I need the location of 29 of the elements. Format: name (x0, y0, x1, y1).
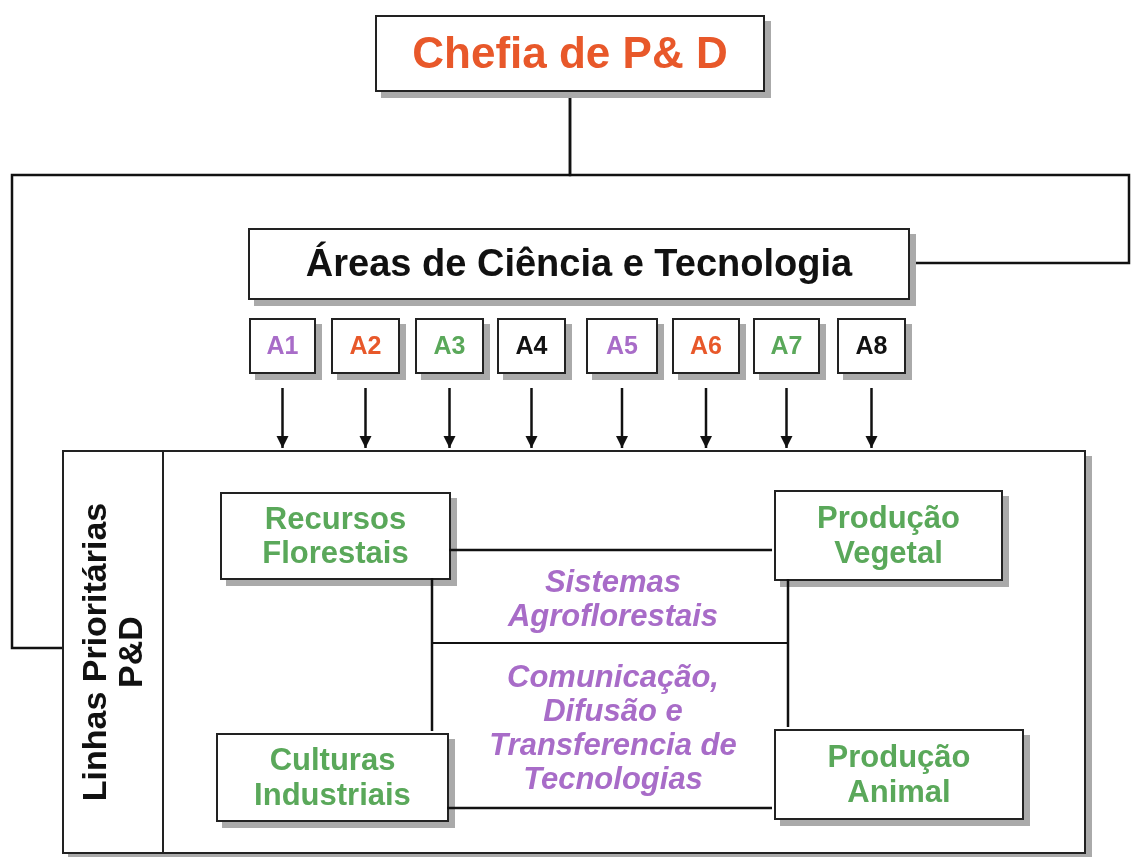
box-label: A4 (514, 332, 549, 360)
box-label: Chefia de P& D (411, 29, 729, 78)
arrow (699, 388, 713, 448)
region-label: Sistemas Agroflorestais (454, 555, 772, 643)
box-label: Áreas de Ciência e Tecnologia (304, 243, 854, 285)
box-label: A5 (605, 332, 639, 360)
arrow (525, 388, 538, 448)
arrow (443, 388, 456, 448)
box-label: A2 (348, 332, 383, 360)
box-label: A7 (769, 332, 804, 360)
box-label: Recursos Florestais (261, 501, 410, 571)
arrow (780, 388, 793, 448)
box-label: Produção Vegetal (816, 501, 961, 570)
arrow (615, 388, 629, 448)
box-label: Culturas Industriais (253, 743, 412, 812)
connector-line (447, 806, 772, 810)
arrow (276, 388, 289, 448)
arrow (865, 388, 878, 448)
connector-line (449, 548, 772, 552)
region-label: Comunicação, Difusão e Transferencia de Tecnologias (454, 648, 772, 808)
panel-title: Linhas Prioritárias P&D (77, 501, 149, 804)
box-label: A8 (854, 332, 889, 360)
box-label: A1 (265, 332, 300, 360)
connector-line (430, 578, 434, 731)
box-label: A3 (432, 332, 467, 360)
connector-line (786, 579, 790, 727)
arrow (359, 388, 372, 448)
box-label: A6 (689, 332, 723, 360)
box-label: Produção Animal (826, 740, 972, 809)
